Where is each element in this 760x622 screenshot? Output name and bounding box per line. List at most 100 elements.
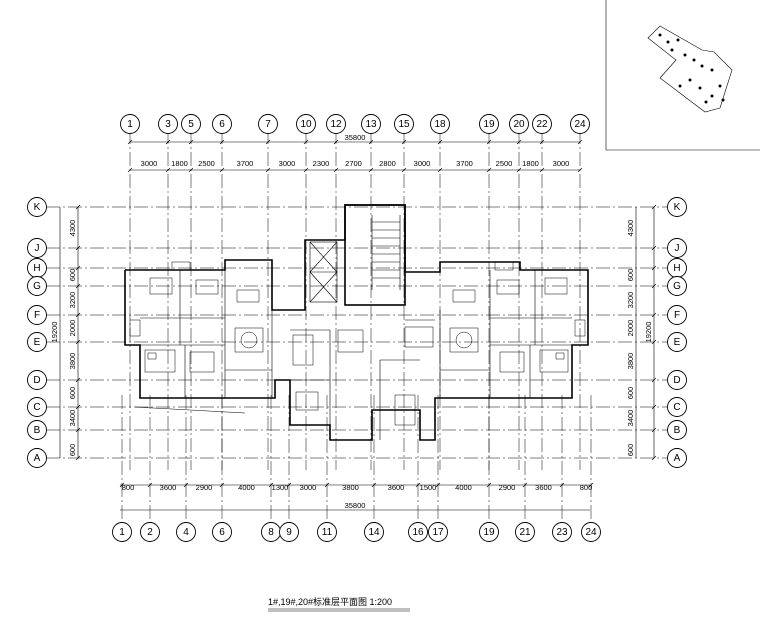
axis-circle	[667, 420, 687, 440]
dimension-label-bottom: 4000	[238, 483, 255, 492]
axis-circle	[532, 114, 552, 134]
dimension-label-right: 3400	[626, 410, 635, 427]
axis-circle	[509, 114, 529, 134]
axis-label: F	[674, 310, 680, 321]
axis-label: 2	[147, 527, 153, 538]
axis-marker-left-F: F	[27, 305, 47, 325]
axis-circle	[212, 522, 232, 542]
axis-marker-top-3: 3	[158, 114, 178, 134]
dimension-label-top: 2800	[379, 159, 396, 168]
axis-grid-lines	[46, 130, 668, 525]
dimension-label-left: 2000	[68, 320, 77, 337]
axis-circle	[570, 114, 590, 134]
axis-marker-left-G: G	[27, 276, 47, 296]
dimension-lines	[59, 141, 655, 511]
axis-label: E	[34, 337, 41, 348]
axis-circle	[317, 522, 337, 542]
dimension-label-left: 600	[68, 269, 77, 282]
axis-label: 20	[513, 119, 525, 130]
axis-circle	[176, 522, 196, 542]
axis-marker-bottom-2: 2	[140, 522, 160, 542]
dimension-label-right: 600	[626, 444, 635, 457]
axis-label: 11	[322, 527, 333, 538]
dimension-label-right: 3800	[626, 353, 635, 370]
axis-marker-left-J: J	[27, 238, 47, 258]
axis-circle	[667, 305, 687, 325]
axis-circle	[428, 522, 448, 542]
axis-label: 23	[556, 527, 568, 538]
axis-marker-bottom-23: 23	[552, 522, 572, 542]
axis-label: 1	[127, 119, 133, 130]
dimension-label-bottom: 2900	[196, 483, 213, 492]
axis-marker-right-F: F	[667, 305, 687, 325]
axis-label: 19	[483, 119, 495, 130]
axis-marker-left-C: C	[27, 397, 47, 417]
dimension-label-left: 3800	[68, 353, 77, 370]
axis-marker-bottom-17: 17	[428, 522, 448, 542]
axis-marker-right-D: D	[667, 370, 687, 390]
axis-marker-top-7: 7	[258, 114, 278, 134]
axis-circle	[181, 114, 201, 134]
dimension-label-top: 2500	[198, 159, 215, 168]
axis-label: B	[34, 425, 41, 436]
axis-circle	[667, 448, 687, 468]
axis-marker-top-1: 1	[120, 114, 140, 134]
dimension-label-bottom: 800	[122, 483, 135, 492]
axis-marker-top-5: 5	[181, 114, 201, 134]
axis-marker-top-13: 13	[361, 114, 381, 134]
overall-dimension-left: 19200	[50, 322, 59, 343]
axis-label: 24	[574, 119, 586, 130]
axis-label: K	[34, 202, 41, 213]
axis-circle	[479, 522, 499, 542]
dimension-ticks	[75, 139, 657, 488]
dimension-label-left: 4300	[68, 220, 77, 237]
dimension-label-top: 3700	[456, 159, 473, 168]
axis-label: H	[33, 263, 40, 274]
axis-circle	[212, 114, 232, 134]
axis-label: A	[34, 453, 41, 464]
axis-circle	[27, 370, 47, 390]
axis-circle	[479, 114, 499, 134]
axis-circle	[258, 114, 278, 134]
axis-circle	[27, 397, 47, 417]
axis-circle	[364, 522, 384, 542]
dimension-label-left: 600	[68, 444, 77, 457]
dimension-label-top: 3000	[553, 159, 570, 168]
axis-circle	[667, 370, 687, 390]
axis-marker-top-10: 10	[296, 114, 316, 134]
dimension-label-top: 3000	[414, 159, 431, 168]
axis-label: C	[33, 402, 40, 413]
axis-circle	[430, 114, 450, 134]
axis-marker-top-12: 12	[326, 114, 346, 134]
axis-label: 18	[434, 119, 446, 130]
axis-circle	[158, 114, 178, 134]
dimension-label-top: 1800	[171, 159, 188, 168]
axis-label: 7	[265, 119, 271, 130]
axis-circle	[408, 522, 428, 542]
dimension-label-top: 2700	[345, 159, 362, 168]
dimension-label-top: 2300	[313, 159, 330, 168]
axis-label: E	[674, 337, 681, 348]
axis-circle	[27, 238, 47, 258]
axis-label: 15	[398, 119, 410, 130]
axis-marker-top-6: 6	[212, 114, 232, 134]
axis-marker-bottom-19: 19	[479, 522, 499, 542]
axis-circle	[27, 420, 47, 440]
dimension-label-top: 2500	[496, 159, 513, 168]
axis-label: B	[674, 425, 681, 436]
axis-circle	[667, 276, 687, 296]
axis-circle	[326, 114, 346, 134]
dimension-label-right: 2000	[626, 320, 635, 337]
axis-marker-bottom-9: 9	[279, 522, 299, 542]
dimension-label-left: 600	[68, 387, 77, 400]
axis-marker-bottom-6: 6	[212, 522, 232, 542]
overall-dimension-top: 35800	[345, 133, 366, 142]
axis-marker-top-24: 24	[570, 114, 590, 134]
